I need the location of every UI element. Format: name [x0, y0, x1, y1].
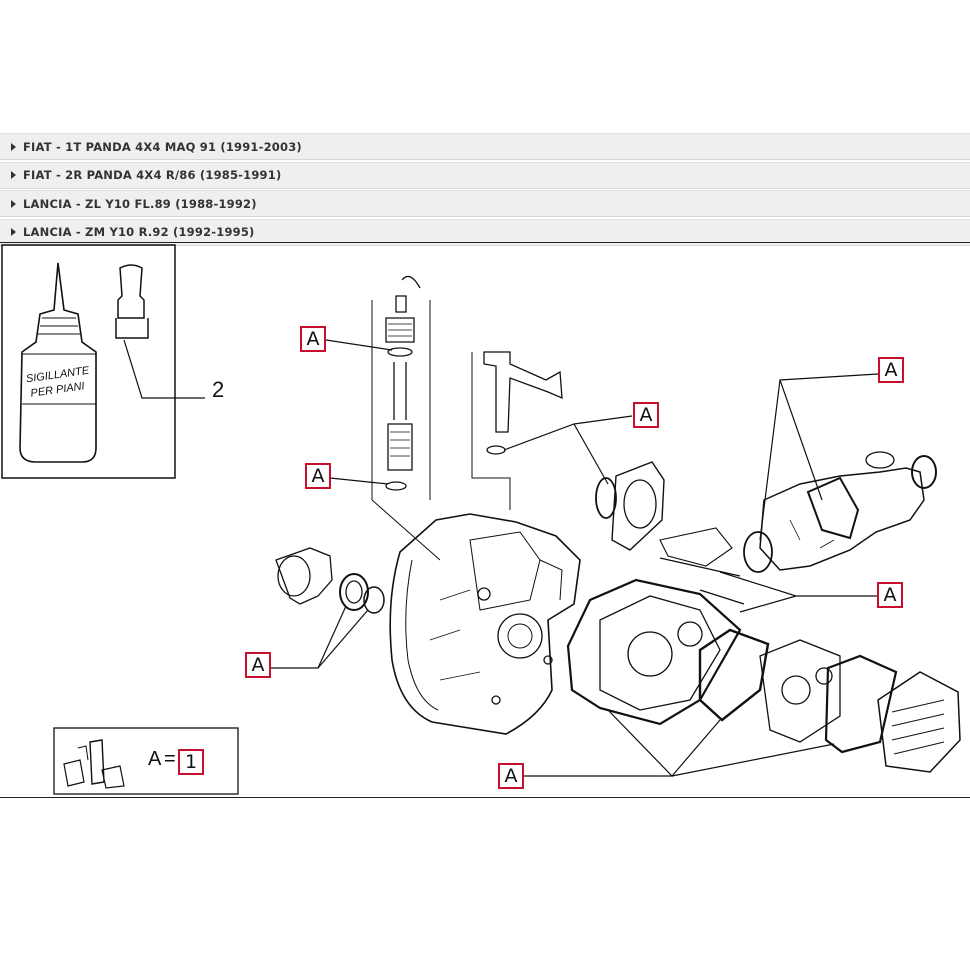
model-list: FIAT - 1T PANDA 4X4 MAQ 91 (1991-2003) F… — [0, 133, 970, 247]
model-row-panda-r86[interactable]: FIAT - 2R PANDA 4X4 R/86 (1985-1991) — [0, 161, 970, 189]
model-row-label: FIAT - 1T PANDA 4X4 MAQ 91 (1991-2003) — [23, 139, 302, 154]
callout-a: A — [498, 763, 524, 789]
callout-a: A — [305, 463, 331, 489]
diagram-top-border — [0, 242, 970, 243]
model-row-label: FIAT - 2R PANDA 4X4 R/86 (1985-1991) — [23, 168, 282, 182]
callout-a: A — [300, 326, 326, 352]
gearbox-drawing: SIGILLANTE PER PIANI — [1, 244, 961, 795]
callout-a: A — [878, 357, 904, 383]
speedometer-shaft — [371, 275, 441, 561]
expand-triangle-icon[interactable] — [11, 199, 16, 208]
part-number-label: 2 — [212, 377, 225, 402]
expand-triangle-icon[interactable] — [11, 171, 16, 179]
gearbox-casing — [389, 513, 581, 735]
flange-cover — [595, 461, 665, 551]
sealant-tube-icon: SIGILLANTE PER PIANI — [1, 244, 205, 479]
gear-cover-assembly — [566, 527, 961, 773]
legend-equals: = — [164, 748, 176, 770]
expand-triangle-icon[interactable] — [11, 142, 16, 151]
legend-letter: A — [148, 748, 162, 770]
leader-lines — [266, 339, 879, 777]
legend-value-box: 1 — [178, 749, 204, 775]
selector-fork — [471, 351, 563, 510]
callout-a: A — [877, 582, 903, 608]
bearing-housing-left — [275, 547, 385, 614]
model-row-label: LANCIA - ZM Y10 R.92 (1992-1995) — [23, 225, 255, 239]
model-row-label: LANCIA - ZL Y10 FL.89 (1988-1992) — [23, 196, 257, 211]
model-row-panda-maq91[interactable]: FIAT - 1T PANDA 4X4 MAQ 91 (1991-2003) — [0, 133, 970, 160]
model-row-y10-fl89[interactable]: LANCIA - ZL Y10 FL.89 (1988-1992) — [0, 190, 970, 217]
model-row-y10-r92[interactable]: LANCIA - ZM Y10 R.92 (1992-1995) — [0, 218, 970, 246]
sealant-kit-icon — [53, 727, 239, 795]
diagram-bottom-border — [0, 797, 970, 798]
callout-a: A — [245, 652, 271, 678]
expand-triangle-icon[interactable] — [11, 228, 16, 236]
differential-housing — [743, 451, 937, 573]
callout-a: A — [633, 402, 659, 428]
exploded-parts-diagram: SIGILLANTE PER PIANI — [0, 243, 970, 798]
